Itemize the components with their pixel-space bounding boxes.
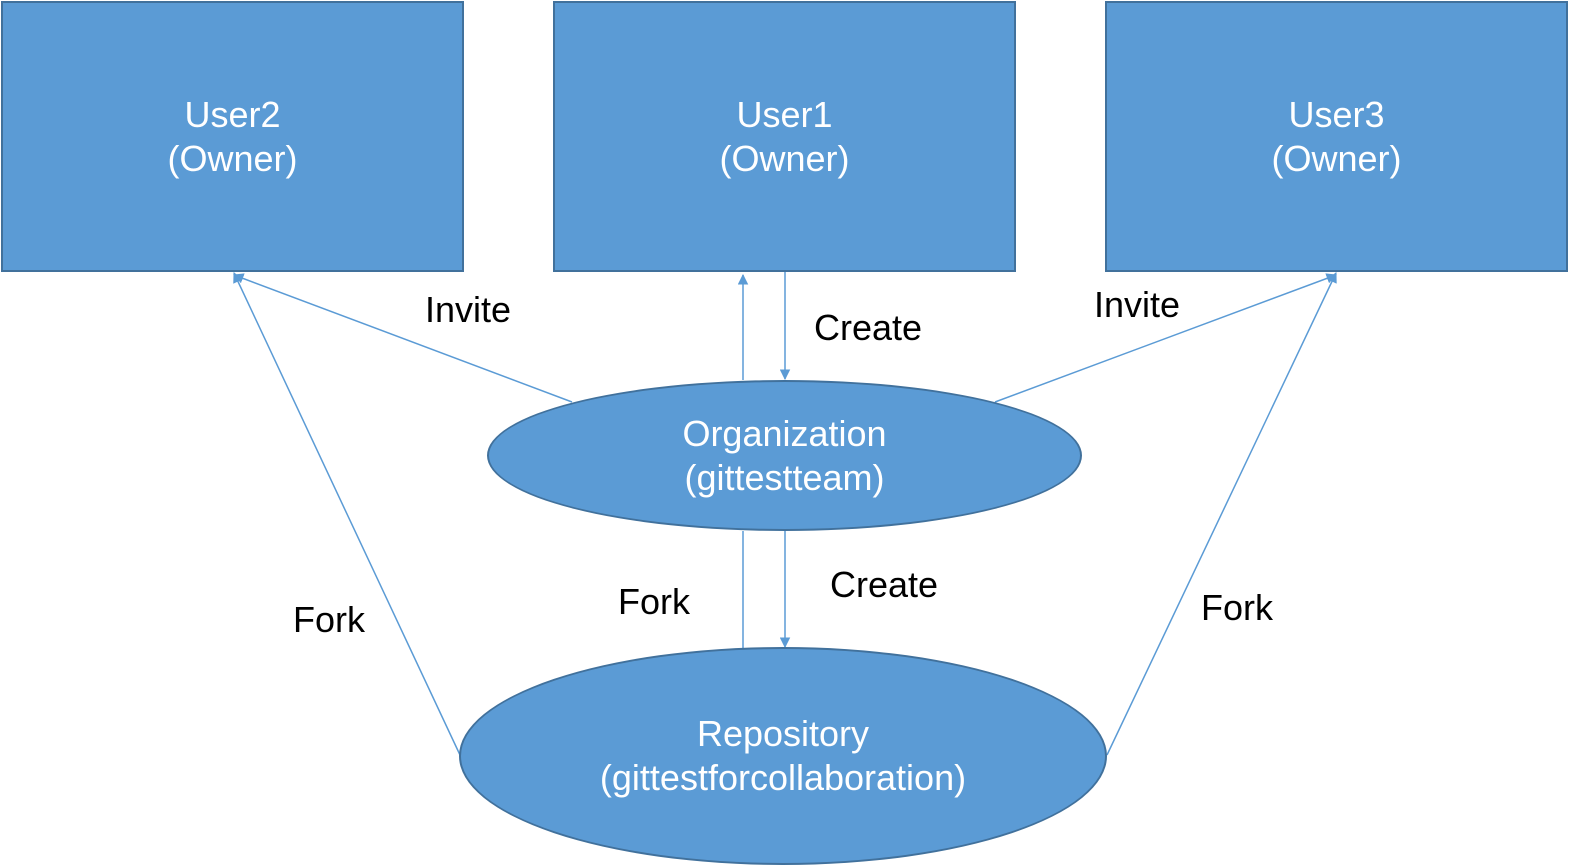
edge-label-fork-org: Fork [618, 581, 690, 622]
repository-name: Repository [696, 713, 870, 754]
edge-label-invite-user3: Invite [1094, 284, 1181, 325]
organization-node: Organization (gittestteam) [487, 380, 1082, 531]
user1-name: User1 [736, 93, 833, 135]
user3-name: User3 [1288, 93, 1385, 135]
edge-label-fork-user3: Fork [1201, 587, 1273, 628]
user1-role: (Owner) [719, 137, 850, 179]
repository-node: Repository (gittestforcollaboration) [459, 647, 1107, 865]
organization-sub: (gittestteam) [684, 456, 885, 498]
user2-node: User2 (Owner) [1, 1, 464, 272]
edge-org-invite-user2 [233, 273, 573, 403]
edge-repo-fork-user3 [1106, 272, 1337, 756]
edge-label-create-org: Create [814, 307, 923, 348]
user2-name: User2 [184, 93, 281, 135]
user3-node: User3 (Owner) [1105, 1, 1568, 272]
repository-sub: (gittestforcollaboration) [599, 757, 967, 798]
user3-role: (Owner) [1271, 137, 1402, 179]
user1-node: User1 (Owner) [553, 1, 1016, 272]
edge-label-fork-user2: Fork [293, 599, 365, 640]
edge-label-create-repo: Create [830, 564, 939, 605]
edge-org-invite-user3 [994, 273, 1337, 403]
edge-repo-fork-user2 [233, 272, 461, 756]
organization-name: Organization [682, 412, 887, 454]
edge-label-invite-user2: Invite [425, 289, 512, 330]
user2-role: (Owner) [167, 137, 298, 179]
